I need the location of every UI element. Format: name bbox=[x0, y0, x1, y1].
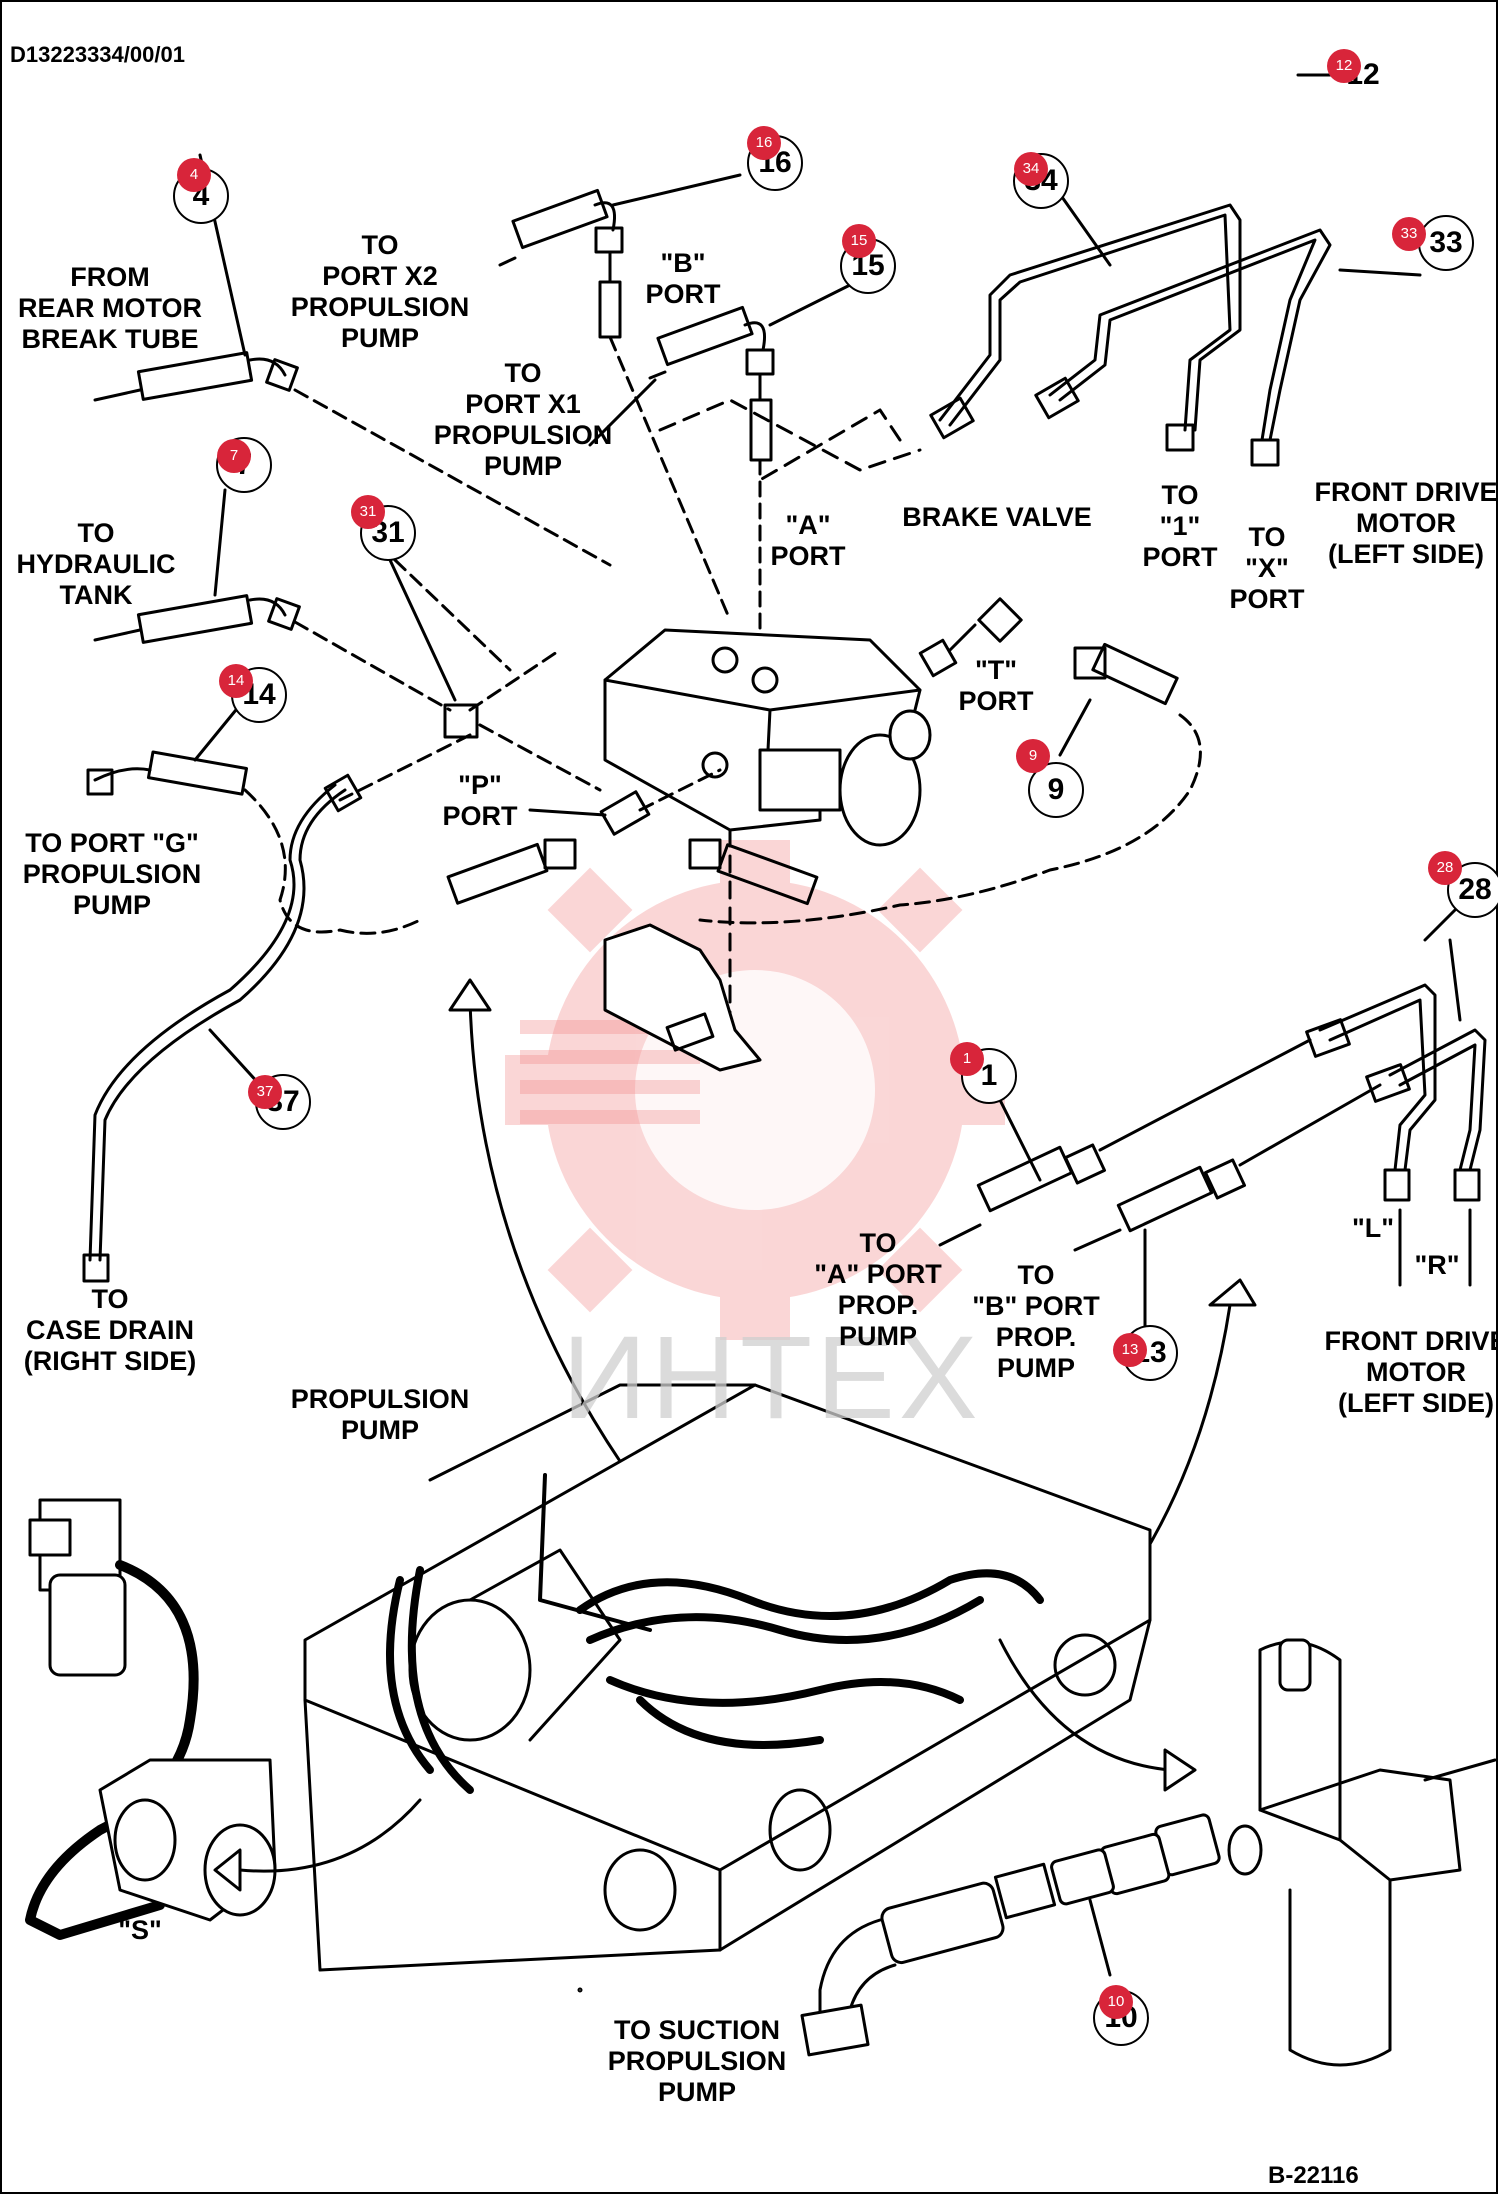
hose-7 bbox=[93, 488, 452, 712]
label-brake-valve: BRAKE VALVE bbox=[902, 502, 1092, 532]
label-to-b-port-prop: TO "B" PORT PROP. PUMP bbox=[972, 1260, 1100, 1383]
brake-valve-body bbox=[603, 628, 932, 847]
suction-hose bbox=[800, 1813, 1221, 2057]
t-port-fittings bbox=[698, 597, 1202, 925]
label-to-port-x2: TO PORT X2 PROPULSION PUMP bbox=[290, 230, 470, 353]
marker-1[interactable]: 1 bbox=[950, 1042, 984, 1076]
right-filter bbox=[1227, 1638, 1497, 2067]
tube-33 bbox=[1034, 228, 1422, 467]
tube-28 bbox=[1305, 898, 1487, 1287]
marker-13[interactable]: 13 bbox=[1113, 1333, 1147, 1367]
marker-31[interactable]: 31 bbox=[351, 495, 385, 529]
hose-bundle bbox=[576, 1569, 1044, 1749]
label-r-port: "R" bbox=[1414, 1250, 1460, 1280]
marker-7[interactable]: 7 bbox=[217, 439, 251, 473]
label-to-port-x1: TO PORT X1 PROPULSION PUMP bbox=[433, 358, 613, 481]
label-to-x-port: TO "X" PORT bbox=[1229, 522, 1305, 614]
flow-arrow-left bbox=[238, 1798, 422, 1873]
marker-34[interactable]: 34 bbox=[1014, 152, 1048, 186]
marker-15[interactable]: 15 bbox=[842, 224, 876, 258]
marker-14[interactable]: 14 bbox=[219, 664, 253, 698]
machine-frame bbox=[303, 1383, 1152, 1993]
label-to-1-port: TO "1" PORT bbox=[1142, 480, 1218, 572]
callout-33: 33 bbox=[1418, 215, 1474, 271]
flow-arrow-down bbox=[998, 1638, 1172, 1772]
label-to-suction: TO SUCTION PROPULSION PUMP bbox=[607, 2015, 787, 2107]
tube-34 bbox=[929, 178, 1242, 452]
label-l-port: "L" bbox=[1351, 1213, 1395, 1243]
drawing-id: D13223334/00/01 bbox=[10, 42, 185, 67]
marker-37[interactable]: 37 bbox=[248, 1075, 282, 1109]
hose-15 bbox=[588, 283, 852, 642]
marker-4[interactable]: 4 bbox=[177, 158, 211, 192]
propulsion-pump-body bbox=[386, 1548, 622, 1794]
label-front-drive-motor-bottom: FRONT DRIVE MOTOR (LEFT SIDE) bbox=[1324, 1326, 1498, 1418]
watermark-text: ИНТЕХ bbox=[562, 1312, 982, 1444]
mounting-bracket bbox=[603, 923, 762, 1072]
figure-id: B-22116 bbox=[1268, 2162, 1359, 2189]
label-s-port: "S" bbox=[118, 1915, 162, 1945]
p-port-fittings bbox=[446, 768, 819, 1032]
label-front-drive-motor-top: FRONT DRIVE MOTOR (LEFT SIDE) bbox=[1314, 477, 1498, 569]
label-t-port: "T" PORT bbox=[958, 655, 1034, 716]
hoses-1-13 bbox=[938, 1038, 1382, 1332]
marker-9[interactable]: 9 bbox=[1016, 739, 1050, 773]
marker-10[interactable]: 10 bbox=[1099, 1985, 1133, 2019]
label-to-port-g: TO PORT "G" PROPULSION PUMP bbox=[22, 828, 202, 920]
label-propulsion-pump: PROPULSION PUMP bbox=[290, 1384, 470, 1445]
label-to-a-port-prop: TO "A" PORT PROP. PUMP bbox=[814, 1228, 942, 1351]
label-to-hydraulic-tank: TO HYDRAULIC TANK bbox=[16, 518, 176, 610]
hose-14 bbox=[86, 703, 422, 935]
marker-33[interactable]: 33 bbox=[1392, 217, 1426, 251]
marker-12[interactable]: 12 bbox=[1327, 49, 1361, 83]
label-to-case-drain: TO CASE DRAIN (RIGHT SIDE) bbox=[23, 1284, 197, 1376]
label-p-port: "P" PORT bbox=[442, 770, 518, 831]
marker-28[interactable]: 28 bbox=[1428, 851, 1462, 885]
pump-leader bbox=[538, 1473, 652, 1632]
label-from-rear-motor: FROM REAR MOTOR BREAK TUBE bbox=[17, 262, 203, 354]
marker-16[interactable]: 16 bbox=[747, 126, 781, 160]
tube-37 bbox=[82, 773, 363, 1283]
hose-16 bbox=[498, 173, 742, 622]
left-pump bbox=[98, 1758, 277, 1922]
cross-fitting-31 bbox=[338, 558, 602, 802]
label-a-port: "A" PORT bbox=[770, 510, 846, 571]
label-b-port: "B" PORT bbox=[645, 248, 721, 309]
